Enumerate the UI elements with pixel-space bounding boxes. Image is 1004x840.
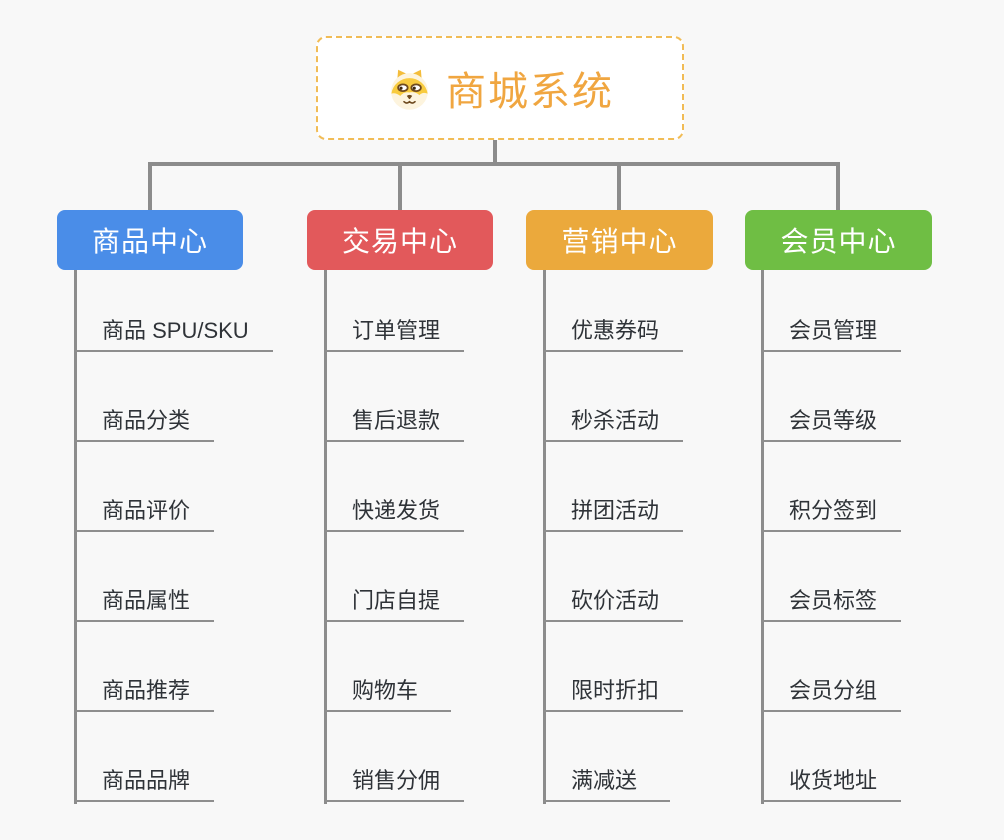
- branch-item[interactable]: 会员管理: [762, 312, 902, 352]
- branch-header-label: 营销中心: [561, 226, 678, 257]
- branch-column-member-center: 会员管理 会员等级 积分签到 会员标签 会员分组 收货地址: [761, 270, 991, 806]
- connector-drop-4: [836, 162, 840, 210]
- branch-header-member-center[interactable]: 会员中心: [745, 210, 932, 270]
- branch-trunk: [761, 270, 764, 804]
- branch-header-label: 商品中心: [91, 226, 208, 257]
- branch-item[interactable]: 限时折扣: [544, 672, 684, 712]
- branch-item[interactable]: 售后退款: [325, 402, 465, 442]
- branch-trunk: [324, 270, 327, 804]
- root-node[interactable]: 商城系统: [316, 36, 684, 140]
- branch-trunk: [543, 270, 546, 804]
- branch-column-product-center: 商品 SPU/SKU 商品分类 商品评价 商品属性 商品推荐 商品品牌: [74, 270, 304, 806]
- branch-header-marketing-center[interactable]: 营销中心: [526, 210, 713, 270]
- branch-item[interactable]: 秒杀活动: [544, 402, 684, 442]
- branch-item[interactable]: 会员分组: [762, 672, 902, 712]
- connector-bus: [148, 162, 840, 166]
- connector-drop-2: [398, 162, 402, 210]
- connector-drop-1: [148, 162, 152, 210]
- root-title: 商城系统: [446, 70, 614, 114]
- branch-trunk: [74, 270, 77, 804]
- branch-header-label: 会员中心: [780, 226, 897, 257]
- branch-column-trade-center: 订单管理 售后退款 快递发货 门店自提 购物车 销售分佣: [324, 270, 554, 806]
- branch-item[interactable]: 商品品牌: [75, 762, 215, 802]
- dog-face-icon: [391, 69, 428, 110]
- branch-item[interactable]: 优惠券码: [544, 312, 684, 352]
- branch-item[interactable]: 订单管理: [325, 312, 465, 352]
- branch-item[interactable]: 商品 SPU/SKU: [75, 312, 273, 352]
- branch-item[interactable]: 商品推荐: [75, 672, 215, 712]
- connector-drop-3: [617, 162, 621, 210]
- branch-item[interactable]: 商品评价: [75, 492, 215, 532]
- branch-item[interactable]: 快递发货: [325, 492, 465, 532]
- branch-item[interactable]: 会员标签: [762, 582, 902, 622]
- branch-column-marketing-center: 优惠券码 秒杀活动 拼团活动 砍价活动 限时折扣 满减送: [543, 270, 773, 806]
- branch-item[interactable]: 拼团活动: [544, 492, 684, 532]
- branch-item[interactable]: 砍价活动: [544, 582, 684, 622]
- branch-header-product-center[interactable]: 商品中心: [57, 210, 243, 270]
- branch-header-trade-center[interactable]: 交易中心: [307, 210, 493, 270]
- branch-item[interactable]: 收货地址: [762, 762, 902, 802]
- branch-item[interactable]: 会员等级: [762, 402, 902, 442]
- branch-item[interactable]: 销售分佣: [325, 762, 465, 802]
- branch-item[interactable]: 商品分类: [75, 402, 215, 442]
- branch-item[interactable]: 满减送: [544, 762, 670, 802]
- branch-item[interactable]: 购物车: [325, 672, 451, 712]
- connector-root-stub: [493, 140, 497, 164]
- branch-item[interactable]: 积分签到: [762, 492, 902, 532]
- branch-item[interactable]: 商品属性: [75, 582, 215, 622]
- branch-header-label: 交易中心: [341, 226, 458, 257]
- branch-item[interactable]: 门店自提: [325, 582, 465, 622]
